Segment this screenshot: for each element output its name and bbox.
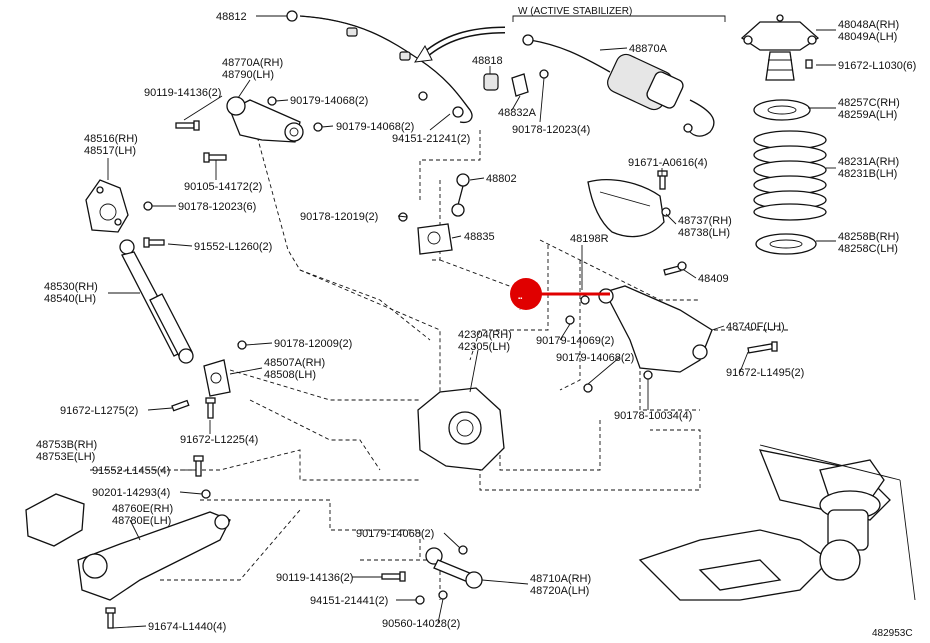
label-90179-14068-d: 90179-14068(2) bbox=[356, 528, 434, 540]
lower-arm-48760e bbox=[77, 511, 231, 601]
steering-knuckle bbox=[417, 387, 505, 471]
label-90119-14136-bot: 90119-14136(2) bbox=[276, 572, 353, 584]
label-48870a: 48870A bbox=[629, 43, 668, 55]
label-90178-12019: 90178-12019(2) bbox=[300, 211, 378, 223]
label-48737: 48737(RH) bbox=[678, 215, 732, 227]
label-48760e: 48760E(RH) bbox=[112, 503, 173, 515]
label-90560-14028: 90560-14028(2) bbox=[382, 618, 460, 630]
label-48738: 48738(LH) bbox=[678, 227, 730, 239]
label-48258b: 48258B(RH) bbox=[838, 231, 899, 243]
label-48832a: 48832A bbox=[498, 107, 537, 119]
label-91552-l1455: 91552-L1455(4) bbox=[92, 465, 170, 477]
label-48790: 48790(LH) bbox=[222, 69, 274, 81]
label-48780e: 48780E(LH) bbox=[112, 515, 171, 527]
label-48530: 48530(RH) bbox=[44, 281, 98, 293]
label-48818: 48818 bbox=[472, 55, 503, 67]
label-48802: 48802 bbox=[486, 173, 517, 185]
bump-stopper bbox=[25, 493, 85, 547]
part-labels: 48812 W (ACTIVE STABILIZER) 48870A 48048… bbox=[36, 6, 916, 639]
label-48409: 48409 bbox=[698, 273, 729, 285]
label-48812: 48812 bbox=[216, 11, 247, 23]
coil-spring bbox=[753, 130, 827, 221]
label-90178-12009: 90178-12009(2) bbox=[274, 338, 352, 350]
leader-lines bbox=[107, 15, 836, 629]
label-90179-14068-c: 90179-14068(2) bbox=[556, 352, 634, 364]
label-90105-14172: 90105-14172(2) bbox=[184, 181, 262, 193]
lower-arm-48740f bbox=[598, 285, 713, 373]
label-94151-21441: 94151-21441(2) bbox=[310, 595, 388, 607]
label-42304: 42304(RH) bbox=[458, 329, 512, 341]
label-48231a: 48231A(RH) bbox=[838, 156, 899, 168]
active-stabilizer-actuator bbox=[522, 34, 715, 137]
dashed-guide-lines bbox=[90, 109, 790, 600]
label-48710a: 48710A(RH) bbox=[530, 573, 591, 585]
label-90178-10034: 90178-10034(4) bbox=[614, 410, 692, 422]
stabilizer-bracket bbox=[417, 223, 453, 255]
label-48048a: 48048A(RH) bbox=[838, 19, 899, 31]
label-48198r: 48198R bbox=[570, 233, 609, 245]
label-active-stabilizer: W (ACTIVE STABILIZER) bbox=[518, 6, 632, 17]
label-90179-14068-a: 90179-14068(2) bbox=[290, 95, 368, 107]
label-90119-14136-top: 90119-14136(2) bbox=[144, 87, 221, 99]
diagram-code: 482953C bbox=[872, 628, 913, 639]
label-48516: 48516(RH) bbox=[84, 133, 138, 145]
label-48835: 48835 bbox=[464, 231, 495, 243]
shock-absorber bbox=[119, 239, 194, 364]
label-48753e: 48753E(LH) bbox=[36, 451, 95, 463]
assembly-overview bbox=[638, 444, 916, 601]
label-48258c: 48258C(LH) bbox=[838, 243, 898, 255]
label-90178-12023-6: 90178-12023(6) bbox=[178, 201, 256, 213]
label-48259a: 48259A(LH) bbox=[838, 109, 897, 121]
shock-bracket bbox=[203, 359, 231, 397]
upper-mount bbox=[740, 14, 820, 81]
label-48517: 48517(LH) bbox=[84, 145, 136, 157]
label-48540: 48540(LH) bbox=[44, 293, 96, 305]
stabilizer-link bbox=[451, 173, 470, 217]
label-91672-l1225: 91672-L1225(4) bbox=[180, 434, 258, 446]
label-90179-14069: 90179-14069(2) bbox=[536, 335, 614, 347]
label-48753b: 48753B(RH) bbox=[36, 439, 97, 451]
label-91552-l1260: 91552-L1260(2) bbox=[194, 241, 272, 253]
upper-control-arm bbox=[226, 96, 304, 143]
label-90201-14293: 90201-14293(4) bbox=[92, 487, 170, 499]
fasteners bbox=[105, 69, 778, 629]
label-48507a: 48507A(RH) bbox=[264, 357, 325, 369]
replacement-arrow bbox=[414, 26, 506, 63]
lower-spring-seat bbox=[755, 233, 817, 255]
label-91674-l1440: 91674-L1440(4) bbox=[148, 621, 226, 633]
label-90179-14068-b: 90179-14068(2) bbox=[336, 121, 414, 133]
label-48508: 48508(LH) bbox=[264, 369, 316, 381]
dust-cover bbox=[587, 179, 665, 238]
active-stabilizer-bracket bbox=[512, 15, 726, 22]
label-48231b: 48231B(LH) bbox=[838, 168, 897, 180]
label-42305: 42305(LH) bbox=[458, 341, 510, 353]
label-91671-a0616: 91671-A0616(4) bbox=[628, 157, 708, 169]
highlight-marker: ▪▪ bbox=[510, 278, 610, 310]
stabilizer-bar bbox=[286, 10, 473, 124]
toe-control-link bbox=[425, 547, 483, 589]
label-48770a: 48770A(RH) bbox=[222, 57, 283, 69]
label-91672-l1495: 91672-L1495(2) bbox=[726, 367, 804, 379]
red-marker-label: ▪▪ bbox=[518, 296, 522, 302]
label-48740f: 48740F(LH) bbox=[726, 321, 785, 333]
label-94151-21241: 94151-21241(2) bbox=[392, 133, 470, 145]
carrier-bracket bbox=[85, 179, 129, 233]
label-90178-12023-4: 90178-12023(4) bbox=[512, 124, 590, 136]
upper-spring-seat bbox=[753, 99, 811, 121]
red-marker-dot bbox=[510, 278, 542, 310]
label-48257c: 48257C(RH) bbox=[838, 97, 900, 109]
stabilizer-bush bbox=[483, 73, 529, 97]
label-91672-l1275: 91672-L1275(2) bbox=[60, 405, 138, 417]
label-91672-l1030: 91672-L1030(6) bbox=[838, 60, 916, 72]
label-48720a: 48720A(LH) bbox=[530, 585, 589, 597]
label-48049a: 48049A(LH) bbox=[838, 31, 897, 43]
